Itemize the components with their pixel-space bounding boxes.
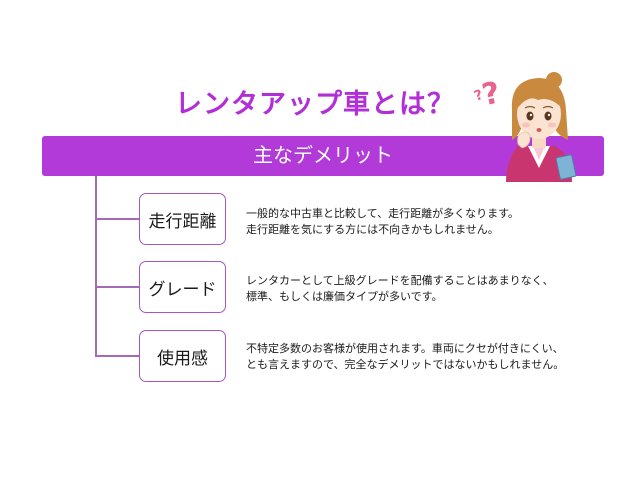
item-box-mileage: 走行距離: [139, 193, 226, 245]
question-mark-icon: ? ?: [472, 75, 503, 113]
item-box-grade: グレード: [139, 261, 226, 313]
tree-branch-line-1: [95, 218, 139, 220]
item-description-grade: レンタカーとして上級グレードを配備することはあまりなく、 標準、もしくは廉価タイ…: [246, 273, 606, 305]
page-title: レンタアップ車とは？: [175, 89, 455, 120]
description-line: 不特定多数のお客様が使用されます。車両にクセが付きにくい、: [246, 342, 564, 355]
description-line: とも言えますので、完全なデメリットではないかもしれません。: [246, 358, 565, 371]
section-banner-label: 主なデメリット: [253, 143, 393, 167]
item-description-mileage: 一般的な中古車と比較して、走行距離が多くなります。 走行距離を気にする方には不向…: [246, 206, 606, 238]
tree-branch-line-2: [95, 286, 139, 288]
svg-text:?: ?: [479, 75, 503, 113]
item-box-wear: 使用感: [139, 330, 226, 382]
description-line: レンタカーとして上級グレードを配備することはあまりなく、: [246, 274, 554, 287]
description-line: 走行距離を気にする方には不向きかもしれません。: [246, 223, 499, 236]
description-line: 標準、もしくは廉価タイプが多いです。: [246, 290, 443, 303]
tree-trunk-line: [95, 176, 97, 357]
item-description-wear: 不特定多数のお客様が使用されます。車両にクセが付きにくい、 とも言えますので、完…: [246, 341, 606, 373]
description-line: 一般的な中古車と比較して、走行距離が多くなります。: [246, 207, 520, 220]
thinking-woman-illustration: ? ?: [472, 72, 577, 182]
tree-branch-line-3: [95, 355, 139, 357]
